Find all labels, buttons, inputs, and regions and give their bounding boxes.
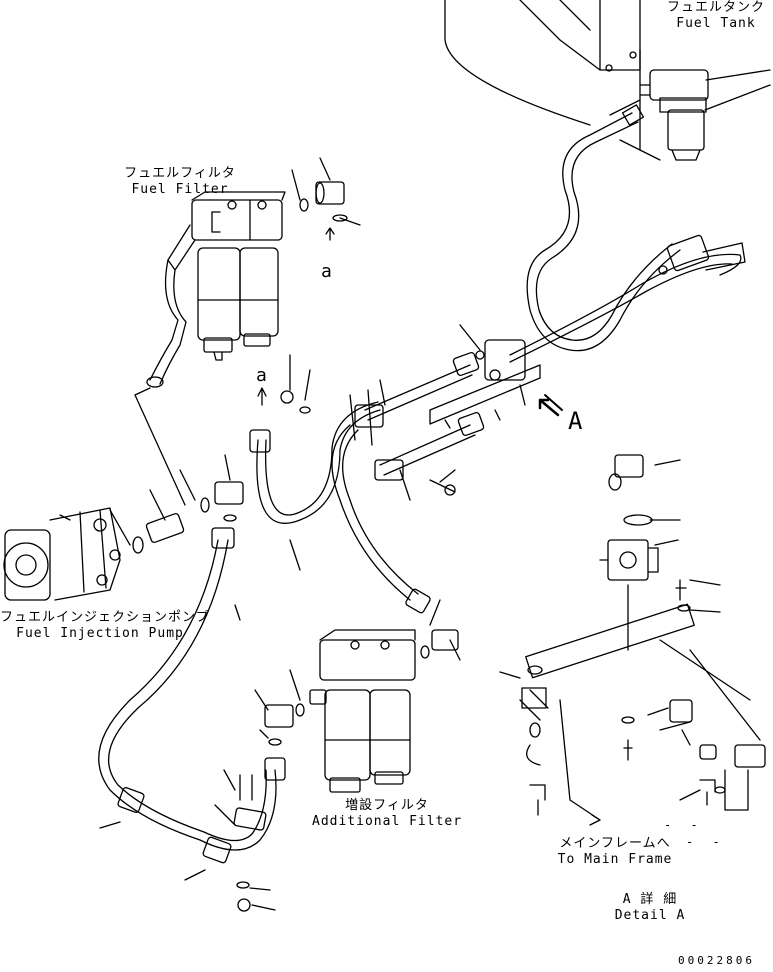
fuel-filter-label-jp: フュエルフィルタ xyxy=(124,166,236,181)
detail-a-label-jp: A 詳 細 xyxy=(622,892,678,907)
injection-pump-label-en: Fuel Injection Pump xyxy=(16,626,184,641)
additional-filter-label-en: Additional Filter xyxy=(312,814,463,829)
ref-a-upper: a xyxy=(321,261,333,282)
water-separator xyxy=(610,70,770,160)
bracket-bolt xyxy=(430,470,455,495)
fuel-filter-label-en: Fuel Filter xyxy=(131,182,229,197)
elbow-fitting-upper xyxy=(292,158,360,240)
fuel-manifold xyxy=(430,325,540,428)
additional-filter-label-jp: 増設フィルタ xyxy=(345,798,429,813)
pump-inlet-fittings xyxy=(110,388,243,553)
lower-hardware xyxy=(100,770,275,911)
hose-upper-parallel xyxy=(350,352,484,500)
hose-tank-to-filter xyxy=(510,105,745,362)
view-a-arrow xyxy=(540,395,562,415)
injection-pump-label-jp: フュエルインジェクションポンプ xyxy=(0,610,210,625)
part-number: 00022806 xyxy=(678,954,755,967)
main-frame-label-jp: メインフレームへ xyxy=(559,836,671,851)
center-hardware xyxy=(281,355,310,413)
ref-a-lower: a xyxy=(256,365,268,386)
fuel-tank xyxy=(445,0,660,160)
fuel-injection-pump xyxy=(4,508,120,600)
main-frame-label-en: To Main Frame xyxy=(557,852,673,867)
dash-marks-lower: - - xyxy=(686,835,726,849)
hose-to-additional-filter xyxy=(332,425,431,614)
hose-center xyxy=(250,402,380,570)
additional-filter xyxy=(310,630,415,792)
view-a-label: A xyxy=(568,407,584,435)
fuel-filter-upper xyxy=(147,192,285,387)
dash-marks-upper: - - xyxy=(664,818,704,832)
additional-filter-fittings xyxy=(255,600,460,745)
detail-a xyxy=(500,455,765,825)
hose-lower xyxy=(99,528,285,864)
detail-a-label-en: Detail A xyxy=(614,908,686,923)
fuel-tank-label-jp: フュエルタンク xyxy=(666,0,765,15)
fuel-tank-label-en: Fuel Tank xyxy=(676,16,756,31)
arrow-ref-a xyxy=(258,388,266,405)
